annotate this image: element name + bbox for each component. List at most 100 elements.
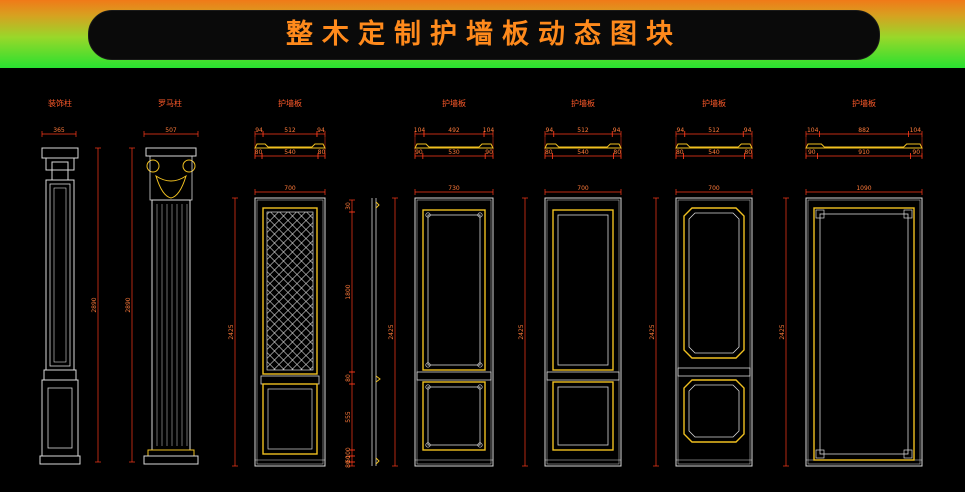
lower-panel-moulding [552,381,614,451]
lower-panel-inner [267,388,313,450]
item-label: 护墙板 [278,98,302,108]
panel-frame [544,197,622,467]
pedestal-panel [47,387,73,449]
lower-panel-moulding [262,383,318,455]
dimension-label: 2425 [649,324,656,339]
lower-panel-inner [557,386,609,446]
dimension-label: 90 [808,149,816,156]
title-banner: 整木定制护墙板动态图块 [88,10,880,60]
dado-rail [260,375,320,385]
panel-frame-inner [807,199,921,465]
moulding-profile [254,143,326,149]
corner-ornament [425,384,431,390]
dimension-label: 90 [415,149,423,156]
panel-frame [675,197,753,467]
dimension-label: 94 [546,127,554,134]
dimension-label: 90 [485,149,493,156]
item-label: 护墙板 [571,98,595,108]
corner-ornament [815,449,825,459]
dimension-label: 90 [912,149,920,156]
corner-ornament [903,209,913,219]
upper-panel-moulding [552,209,614,371]
dimension-label: 100 [345,447,352,459]
upper-panel-moulding [262,207,318,375]
corner-ornament [477,212,483,218]
base-torus [147,449,195,457]
roman-column: 507 2890 [125,127,199,465]
dado-rail [677,367,751,377]
lower-panel-inner [427,386,481,446]
capital-band [45,157,75,171]
panel-frame [805,197,923,467]
dimension-label: 104 [483,127,495,134]
dimension-label: 80 [345,460,352,468]
pedestal [41,379,79,457]
panel-frame-inner [546,199,620,465]
dimension-label: 104 [910,127,922,134]
corner-ornament [815,209,825,219]
item-label: 护墙板 [442,98,466,108]
dimension-label: 30 [345,202,352,210]
panel-moulding [813,207,915,461]
dimension-label: 540 [577,149,589,156]
dimension-label: 94 [744,127,752,134]
panel-frame-inner [416,199,492,465]
dimension-label: 700 [577,185,589,192]
cad-drawing: 3652890装饰柱5072890罗马柱70024253018008055510… [39,98,923,468]
corner-ornament [477,362,483,368]
dimension-label: 80 [676,149,684,156]
dimension-label: 80 [255,149,263,156]
dimension-label: 2890 [125,297,132,312]
pilaster-column: 365 2890 [39,127,101,465]
dimension-label: 60 [345,455,352,463]
dimension-label: 94 [255,127,263,134]
dimension-label: 555 [345,411,352,423]
dimension-label: 2425 [388,324,395,339]
side-section [371,198,377,466]
dimension-label: 365 [53,127,65,134]
lower-panel-moulding [683,379,745,443]
column-shaft [151,199,191,451]
abacus [145,147,197,157]
item-label: 罗马柱 [158,98,182,108]
upper-panel-inner [427,214,481,366]
dimension-label: 2425 [228,324,235,339]
upper-panel-moulding [683,207,745,359]
dimension-label: 94 [317,127,325,134]
dimension-label: 507 [165,127,177,134]
corner-ornament [477,384,483,390]
dimension-label: 80 [545,149,553,156]
volute-right [182,159,196,173]
dimension-label: 2890 [91,297,98,312]
base-plinth [143,455,199,465]
corner-ornament [903,449,913,459]
item-label: 护墙板 [702,98,726,108]
corner-ornament [477,442,483,448]
dimension-label: 104 [414,127,426,134]
item-label: 护墙板 [852,98,876,108]
mid-moulding [43,369,77,381]
capital-block [51,161,69,181]
dimension-label: 104 [807,127,819,134]
corner-ornament [425,362,431,368]
lower-panel-moulding [422,381,486,451]
upper-panel-moulding [422,209,486,371]
dimension-label: 2425 [779,324,786,339]
dimension-label: 80 [744,149,752,156]
panel-inner [819,213,909,455]
dimension-label: 882 [858,127,870,134]
dimension-label: 700 [284,185,296,192]
shaft-panel [49,183,71,367]
dimension-label: 80 [613,149,621,156]
dimension-label: 512 [708,127,720,134]
volute-left [146,159,160,173]
corner-ornament [425,212,431,218]
dado-rail [416,371,492,381]
